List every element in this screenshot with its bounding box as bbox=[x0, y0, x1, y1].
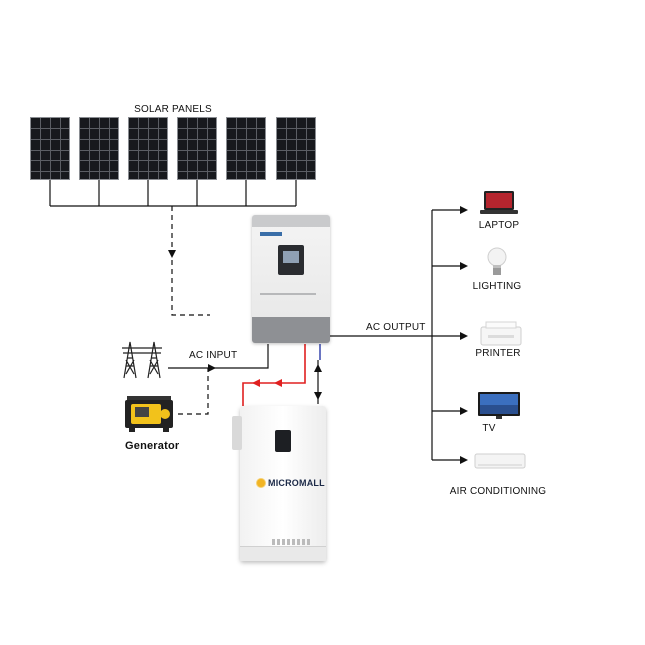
light-bulb-icon bbox=[487, 247, 507, 275]
battery-brand-text: MICROMALL bbox=[268, 478, 325, 488]
inverter-bottom-cap bbox=[252, 317, 330, 343]
battery-unit: MICROMALL bbox=[232, 406, 326, 561]
ac-output-label: AC OUTPUT bbox=[366, 322, 426, 333]
load-label-laptop: LAPTOP bbox=[478, 220, 520, 231]
load-label-lighting: LIGHTING bbox=[472, 281, 522, 292]
solar-panel bbox=[30, 117, 70, 180]
sun-logo-icon bbox=[257, 479, 265, 487]
solar-panels-label: SOLAR PANELS bbox=[134, 104, 212, 115]
generator-icon bbox=[125, 396, 173, 432]
load-label-printer: PRINTER bbox=[475, 348, 521, 359]
battery-nameplate bbox=[272, 539, 312, 545]
inverter-charger bbox=[252, 215, 330, 343]
load-label-air-conditioning: AIR CONDITIONING bbox=[449, 486, 547, 497]
inverter-text-strip bbox=[260, 293, 316, 295]
battery-brand: MICROMALL bbox=[257, 478, 325, 488]
solar-panel bbox=[128, 117, 168, 180]
power-tower-icon bbox=[122, 341, 162, 379]
load-label-tv: TV bbox=[482, 423, 496, 434]
inverter-display bbox=[278, 245, 304, 275]
printer-icon bbox=[480, 321, 522, 346]
tv-icon bbox=[478, 392, 520, 419]
solar-panel bbox=[177, 117, 217, 180]
solar-panel bbox=[79, 117, 119, 180]
generator-label: Generator bbox=[125, 440, 180, 452]
solar-panel bbox=[276, 117, 316, 180]
air-conditioner-icon bbox=[474, 453, 526, 469]
laptop-icon bbox=[480, 191, 518, 214]
battery-base bbox=[240, 546, 326, 561]
inverter-top-cap bbox=[252, 215, 330, 227]
inverter-logo bbox=[260, 232, 282, 236]
solar-panel bbox=[226, 117, 266, 180]
battery-side-bracket bbox=[232, 416, 242, 450]
ac-input-label: AC INPUT bbox=[189, 350, 238, 361]
battery-display bbox=[275, 430, 291, 452]
